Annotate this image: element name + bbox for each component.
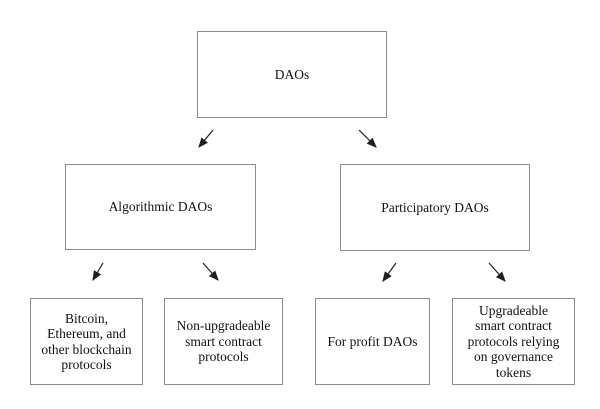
arrow-algorithmic-to-nonupgradeable-icon [202, 262, 219, 281]
arrow-algorithmic-to-bitcoin-icon [92, 262, 104, 282]
node-non-upgradeable-smart-contract-protocols: Non-upgradeable smart contract protocols [164, 298, 283, 385]
node-participatory-daos: Participatory DAOs [340, 164, 530, 251]
arrow-participatory-to-upgradeable-icon [488, 262, 506, 282]
node-upgradeable-smart-contract-protocols: Upgradeable smart contract protocols rel… [452, 298, 575, 385]
node-algorithmic-daos: Algorithmic DAOs [65, 164, 256, 250]
arrow-daos-to-participatory-icon [358, 129, 377, 148]
node-daos: DAOs [197, 31, 387, 118]
arrow-daos-to-algorithmic-icon [198, 129, 214, 148]
node-bitcoin-ethereum-protocols: Bitcoin, Ethereum, and other blockchain … [30, 298, 143, 385]
node-for-profit-daos: For profit DAOs [315, 298, 430, 385]
arrow-participatory-to-forprofit-icon [382, 262, 397, 282]
